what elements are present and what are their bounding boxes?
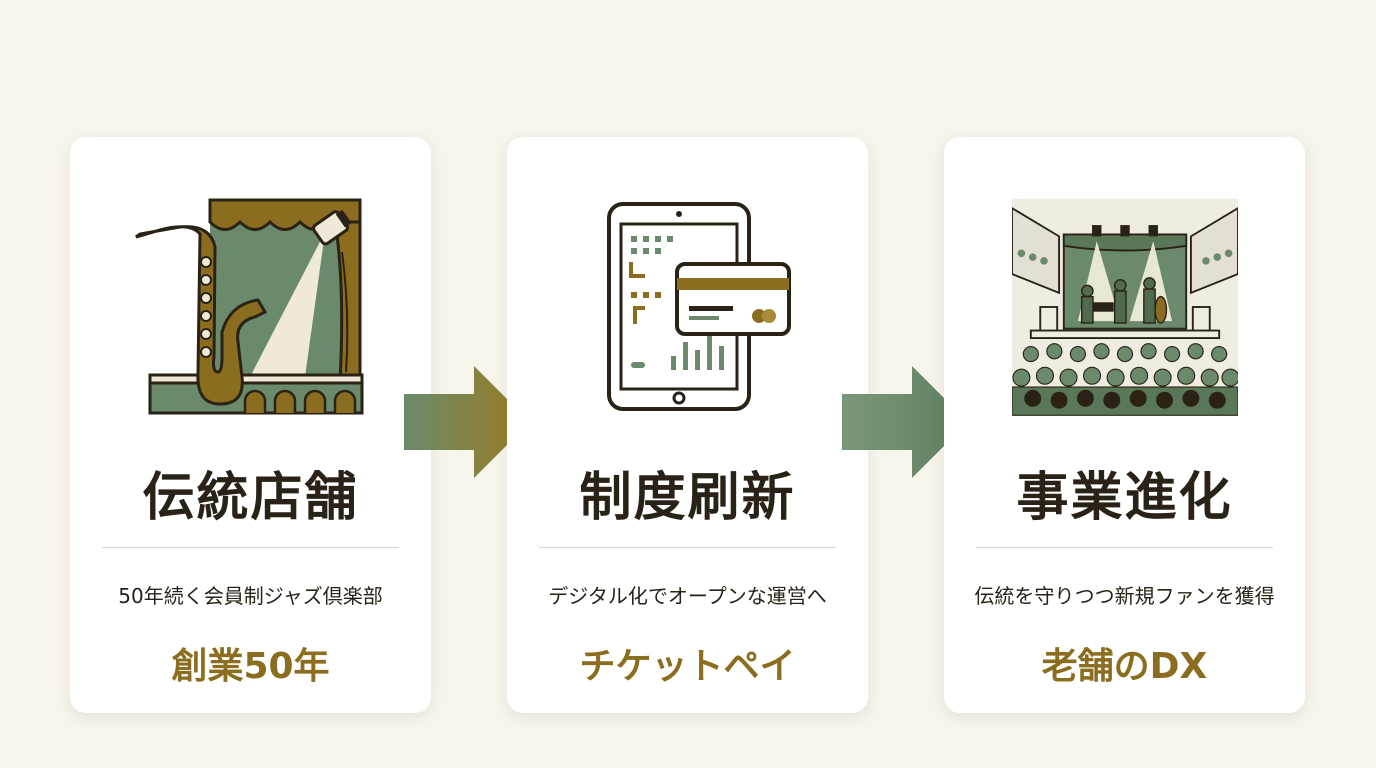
step-highlight: 創業50年 (171, 646, 330, 687)
concert-hall-icon (1012, 198, 1238, 416)
step-description: 伝統を守りつつ新規ファンを獲得 (974, 584, 1275, 608)
step-title: 事業進化 (1016, 467, 1233, 528)
divider (539, 547, 836, 548)
saxophone-stage-icon (135, 198, 364, 415)
step-card-system-renewal: 制度刷新 デジタル化でオープンな運営へ チケットペイ (507, 137, 868, 713)
step-card-business-evolution: 事業進化 伝統を守りつつ新規ファンを獲得 老舗のDX (944, 137, 1305, 713)
divider (102, 547, 399, 548)
arrow-right-icon (842, 366, 968, 478)
step-description: デジタル化でオープンな運営へ (548, 584, 827, 608)
tablet-payment-icon (607, 202, 791, 411)
step-card-traditional-store: 伝統店舗 50年続く会員制ジャズ倶楽部 創業50年 (70, 137, 431, 713)
divider (976, 547, 1273, 548)
step-title: 制度刷新 (579, 467, 796, 528)
step-highlight: 老舗のDX (1041, 646, 1208, 687)
step-description: 50年続く会員制ジャズ倶楽部 (118, 584, 383, 608)
step-highlight: チケットペイ (579, 646, 796, 687)
step-title: 伝統店舗 (142, 467, 359, 528)
arrow-right-icon (404, 366, 530, 478)
